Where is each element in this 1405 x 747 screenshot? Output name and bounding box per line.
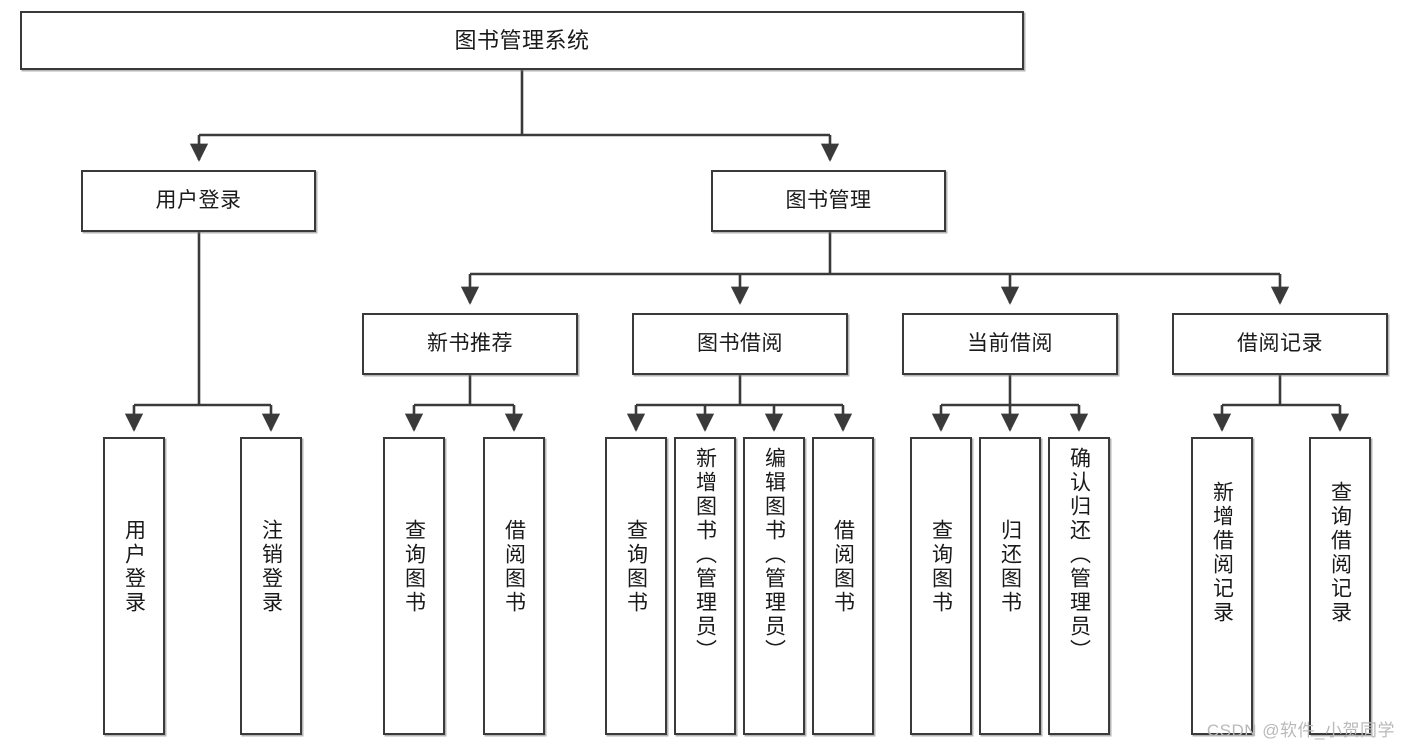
node-user-login[interactable]: 用户登录 <box>81 170 316 232</box>
leaf-edit-book[interactable]: 编辑图书（管理员） <box>743 437 805 735</box>
leaf-borrow-book-1[interactable]: 借阅图书 <box>483 437 545 735</box>
node-user-login-label: 用户登录 <box>155 188 242 212</box>
leaf-return-book[interactable]: 归还图书 <box>979 437 1041 735</box>
leaf-add-book-label: 新增图书（管理员） <box>693 447 717 663</box>
node-current-borrow[interactable]: 当前借阅 <box>902 313 1118 375</box>
leaf-return-book-label: 归还图书 <box>998 519 1022 615</box>
leaf-user-login[interactable]: 用户登录 <box>103 437 165 735</box>
node-new-book-recommend-label: 新书推荐 <box>427 331 513 355</box>
node-borrow-record-label: 借阅记录 <box>1237 331 1323 355</box>
leaf-add-record[interactable]: 新增借阅记录 <box>1191 437 1253 735</box>
leaf-confirm-return[interactable]: 确认归还（管理员） <box>1048 437 1110 735</box>
leaf-borrow-book-2-label: 借阅图书 <box>831 519 855 615</box>
node-new-book-recommend[interactable]: 新书推荐 <box>362 313 578 375</box>
leaf-confirm-return-label: 确认归还（管理员） <box>1067 447 1091 663</box>
leaf-add-record-label: 新增借阅记录 <box>1210 481 1234 625</box>
leaf-query-book-2[interactable]: 查询图书 <box>605 437 667 735</box>
node-book-borrow-label: 图书借阅 <box>697 331 783 355</box>
watermark-text: CSDN @软件_小贺同学 <box>1206 721 1395 740</box>
leaf-query-book-3[interactable]: 查询图书 <box>910 437 972 735</box>
leaf-query-record[interactable]: 查询借阅记录 <box>1309 437 1371 735</box>
node-book-management-label: 图书管理 <box>785 188 872 212</box>
leaf-query-book-2-label: 查询图书 <box>624 519 648 615</box>
leaf-query-book-1[interactable]: 查询图书 <box>383 437 445 735</box>
node-current-borrow-label: 当前借阅 <box>967 331 1053 355</box>
node-root[interactable]: 图书管理系统 <box>20 11 1024 70</box>
node-book-management[interactable]: 图书管理 <box>711 170 946 232</box>
node-root-label: 图书管理系统 <box>454 27 590 53</box>
leaf-query-book-1-label: 查询图书 <box>402 519 426 615</box>
leaf-logout-label: 注销登录 <box>259 519 283 615</box>
leaf-borrow-book-2[interactable]: 借阅图书 <box>812 437 874 735</box>
leaf-borrow-book-1-label: 借阅图书 <box>502 519 526 615</box>
leaf-query-record-label: 查询借阅记录 <box>1328 481 1352 625</box>
leaf-logout[interactable]: 注销登录 <box>240 437 302 735</box>
leaf-add-book[interactable]: 新增图书（管理员） <box>674 437 736 735</box>
leaf-query-book-3-label: 查询图书 <box>929 519 953 615</box>
leaf-edit-book-label: 编辑图书（管理员） <box>762 447 786 663</box>
node-borrow-record[interactable]: 借阅记录 <box>1172 313 1388 375</box>
leaf-user-login-label: 用户登录 <box>122 519 146 615</box>
node-book-borrow[interactable]: 图书借阅 <box>632 313 848 375</box>
